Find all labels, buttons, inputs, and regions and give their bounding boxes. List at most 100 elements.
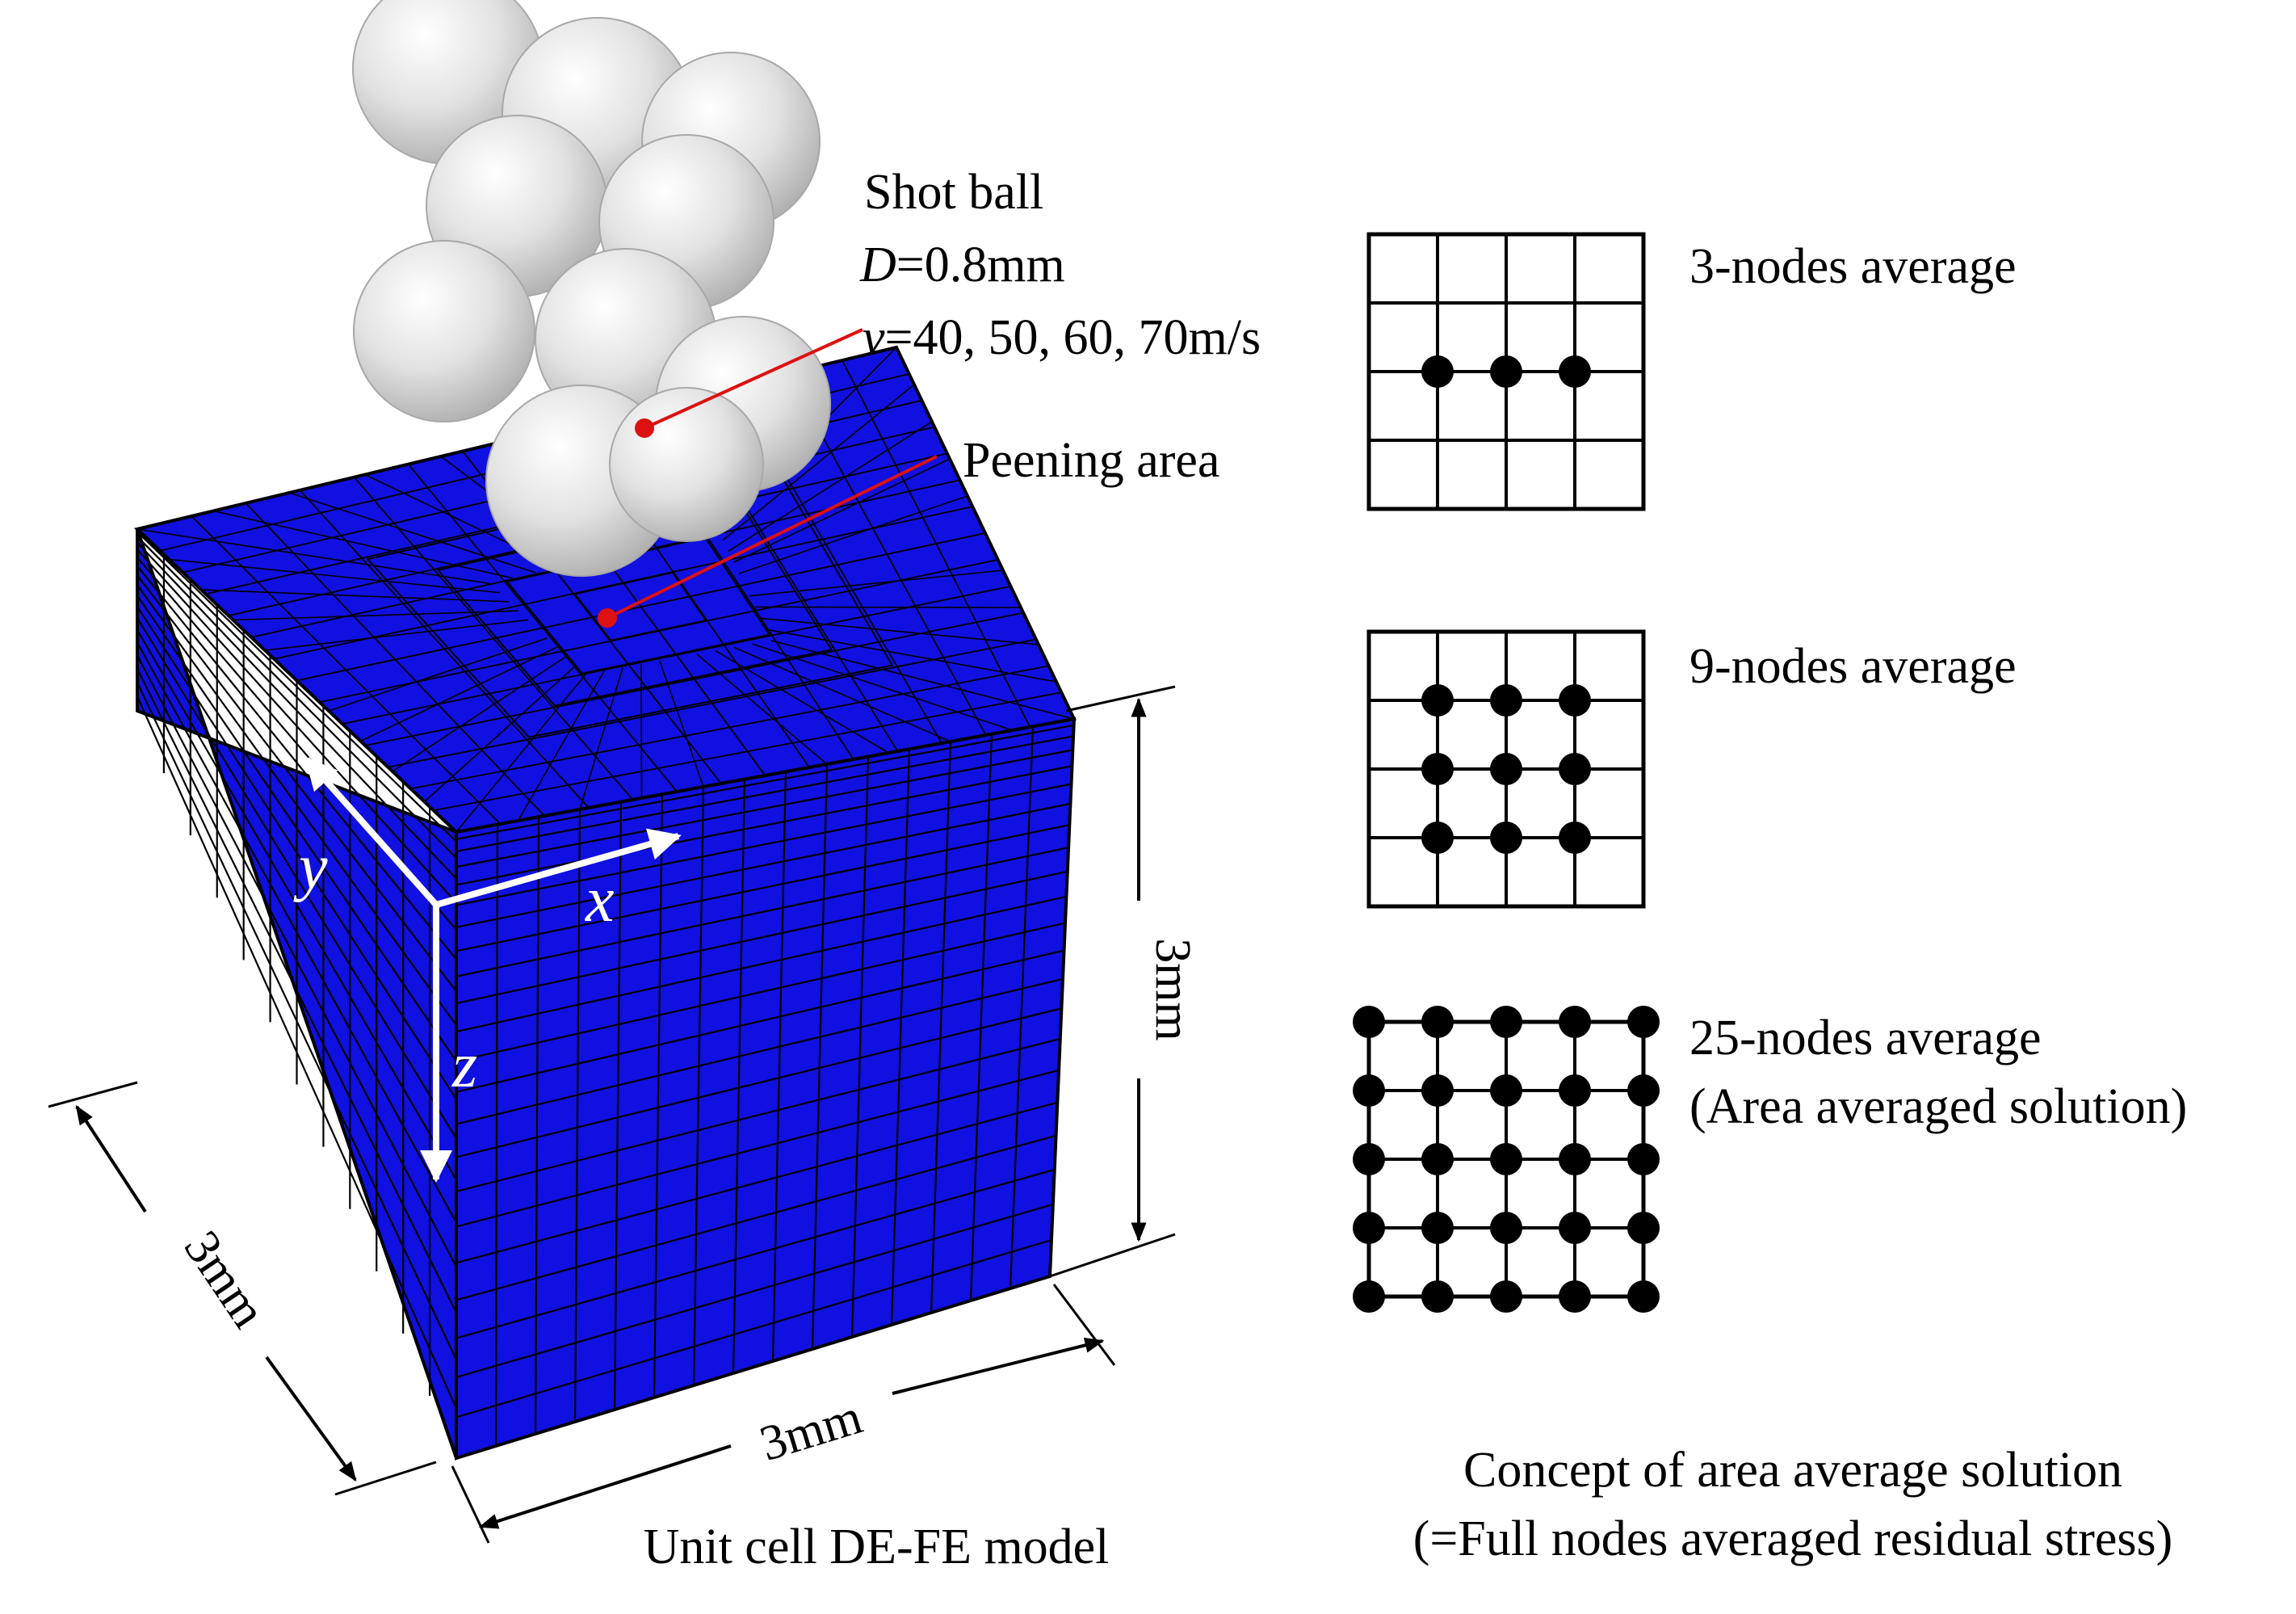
- mesh-line: [136, 682, 457, 1360]
- depth-ext-bottom: [334, 1461, 437, 1496]
- grid-node: [1490, 1074, 1522, 1107]
- grid-node: [1559, 753, 1591, 785]
- mesh-spoke: [517, 670, 605, 822]
- mesh-line: [455, 1069, 1060, 1228]
- mesh-line: [455, 783, 1072, 906]
- grid-node: [1353, 1006, 1385, 1038]
- mesh-spoke: [233, 610, 519, 621]
- grid-node: [1627, 1212, 1660, 1244]
- mesh-spoke: [136, 528, 490, 585]
- grid-node: [1421, 1212, 1454, 1244]
- coordinate-axes: x y z: [293, 757, 682, 1183]
- mesh-line: [811, 763, 829, 1350]
- mesh-line: [455, 824, 1070, 952]
- shot-ball-leader: [644, 328, 863, 430]
- x-axis-label: x: [585, 864, 615, 935]
- mesh-line: [136, 536, 457, 859]
- mesh-line: [136, 541, 457, 880]
- mesh-line: [850, 756, 870, 1338]
- mesh-spoke: [264, 619, 529, 651]
- mesh-line: [692, 786, 705, 1386]
- mesh-line: [342, 585, 1011, 725]
- shot-ball-diameter: D=0.8mm: [859, 237, 1065, 292]
- mesh-line: [455, 1203, 1054, 1379]
- grid-node: [1627, 1280, 1660, 1313]
- grid-node: [1353, 1143, 1385, 1175]
- mesh-line: [455, 1037, 1061, 1192]
- grid-node: [1421, 753, 1454, 785]
- mesh-spoke: [770, 640, 1075, 720]
- depth-ext-top: [48, 1081, 138, 1108]
- model-caption: Unit cell DE-FE model: [644, 1519, 1110, 1574]
- grid-node: [1421, 1074, 1454, 1107]
- mesh-line: [136, 531, 457, 843]
- mesh-line: [136, 617, 457, 1140]
- mesh-line: [455, 847, 1069, 977]
- mesh-line: [455, 1168, 1056, 1339]
- width-ext-right: [1052, 1284, 1116, 1366]
- grid-node: [1559, 684, 1591, 717]
- mesh-ring: [573, 571, 707, 641]
- width-dim-line-right: [892, 1337, 1105, 1395]
- mesh-line: [653, 794, 664, 1398]
- mesh-spoke: [765, 628, 1057, 683]
- mesh-line: [930, 741, 952, 1313]
- mesh-spoke: [423, 665, 577, 803]
- grid-node: [1421, 684, 1454, 717]
- shot-ball-marker: [635, 418, 654, 438]
- mesh-spoke: [392, 655, 567, 772]
- mesh-line: [455, 922, 1066, 1062]
- mesh-line: [455, 749, 1073, 868]
- mesh-spoke: [169, 558, 500, 594]
- mesh-line: [455, 802, 1071, 928]
- mesh-line: [573, 809, 581, 1423]
- mesh-line: [732, 779, 746, 1374]
- grid-node: [1559, 1074, 1591, 1107]
- grid-node: [1559, 1006, 1591, 1038]
- grid-node: [1421, 355, 1454, 388]
- mesh-spoke: [200, 589, 510, 603]
- mesh-line: [136, 641, 457, 1224]
- grid-node: [1627, 1006, 1660, 1038]
- shot-ball-title: Shot ball: [864, 165, 1043, 220]
- mesh-spoke: [579, 667, 623, 810]
- grid-9-label: 9-nodes average: [1689, 639, 2017, 694]
- mesh-spoke: [738, 495, 968, 574]
- grid-node: [1421, 1006, 1454, 1038]
- shot-ball-velocity: v=40, 50, 60, 70m/s: [863, 310, 1261, 365]
- mesh-line: [136, 629, 457, 1181]
- grid-node: [1421, 1280, 1454, 1313]
- grid-25-sublabel: (Area averaged solution): [1689, 1079, 2187, 1134]
- mesh-line: [455, 765, 1072, 886]
- mesh-line: [136, 696, 458, 1409]
- mesh-line: [455, 895, 1067, 1033]
- grid-node: [1490, 1006, 1522, 1038]
- mesh-line: [455, 1007, 1062, 1158]
- grid-node: [1490, 1212, 1522, 1244]
- depth-dim-line-bottom: [265, 1356, 357, 1482]
- mesh-line: [1009, 726, 1035, 1289]
- z-axis-label: z: [451, 1030, 477, 1101]
- mesh-line: [613, 801, 623, 1410]
- grid-node: [1353, 1074, 1385, 1107]
- mesh-spoke: [678, 657, 766, 776]
- mesh-line: [455, 870, 1068, 1005]
- mesh-spoke: [212, 510, 513, 579]
- mesh-spoke: [733, 458, 951, 563]
- y-axis-arrow: [304, 757, 439, 907]
- mesh-line: [455, 1238, 1052, 1419]
- grid-node: [1627, 1143, 1660, 1175]
- grid-9-cells: [1366, 629, 1646, 909]
- grid-node: [1559, 1280, 1591, 1313]
- height-ext-top: [1065, 685, 1176, 712]
- mesh-line: [969, 733, 993, 1301]
- mesh-line: [455, 1101, 1058, 1264]
- depth-dim-line-top: [75, 1104, 147, 1213]
- mesh-lines: [136, 347, 1075, 1447]
- mesh-line: [455, 949, 1064, 1093]
- annotations: Shot ball D=0.8mm v=40, 50, 60, 70m/s Pe…: [598, 165, 1261, 628]
- mesh-spoke: [715, 649, 889, 754]
- grid-node: [1490, 1143, 1522, 1175]
- mesh-spoke: [360, 646, 557, 742]
- peening-area-label: Peening area: [963, 433, 1219, 488]
